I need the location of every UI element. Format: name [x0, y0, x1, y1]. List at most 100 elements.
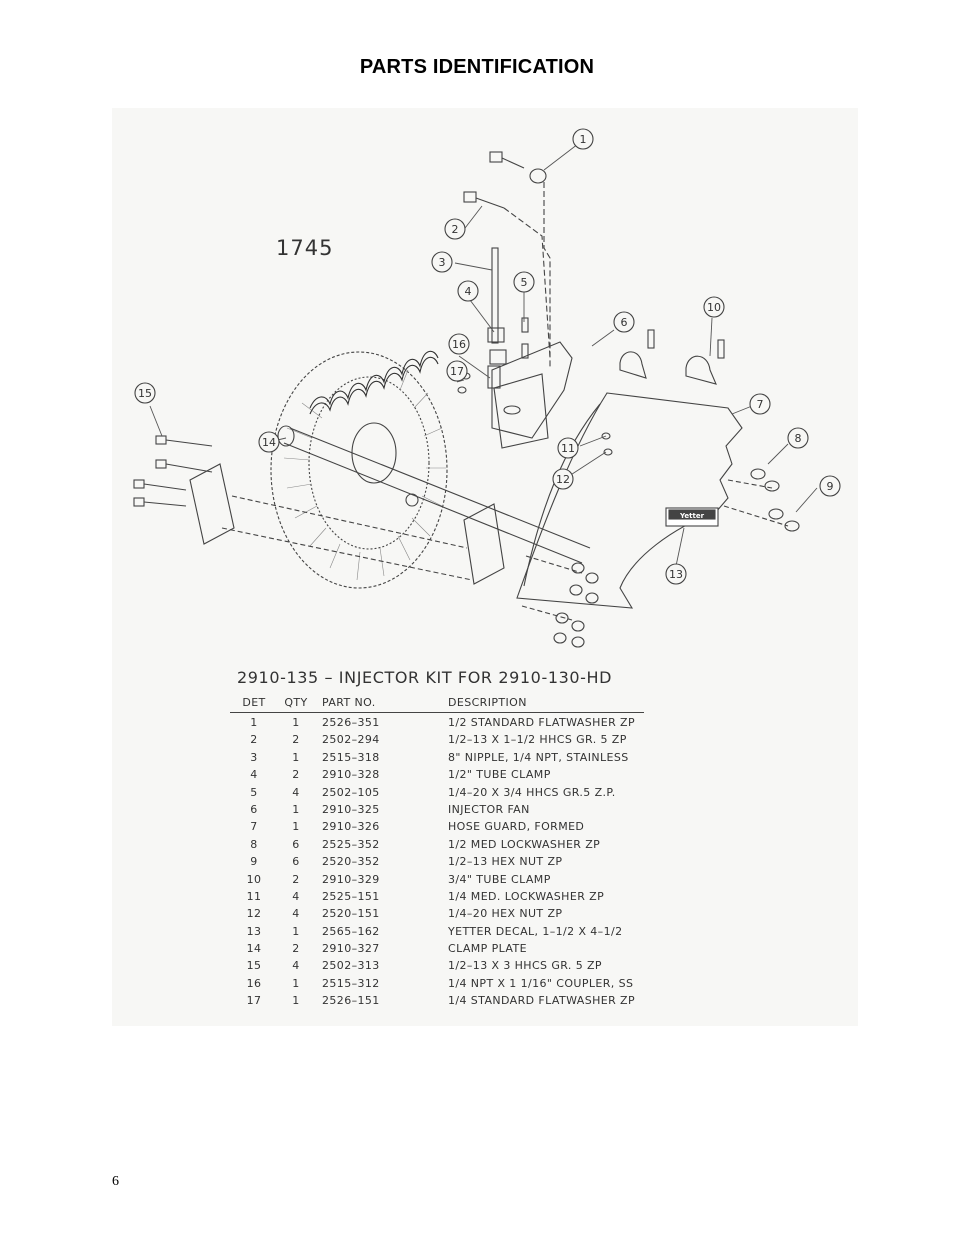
qty-cell: 2 — [292, 872, 300, 886]
callout-13: 13 — [669, 568, 683, 581]
description-cell: 1/2–13 X 1–1/2 HHCS GR. 5 ZP — [448, 733, 627, 747]
det-cell: 14 — [246, 942, 262, 956]
header-qty: QTY — [284, 696, 308, 709]
description-cell: 1/4 NPT X 1 1/16" COUPLER, SS — [448, 976, 634, 990]
part-no-cell: 2910–325 — [322, 802, 380, 816]
det-cell: 11 — [246, 889, 262, 903]
decal-text: Yetter — [679, 512, 705, 520]
part-no-cell: 2526–351 — [322, 716, 380, 729]
callout-6: 6 — [621, 316, 628, 329]
part-no-cell: 2525–352 — [322, 837, 380, 851]
det-cell: 3 — [250, 750, 258, 764]
callout-15: 15 — [138, 387, 152, 400]
qty-cell: 4 — [292, 907, 300, 921]
det-cell: 4 — [250, 768, 258, 782]
qty-cell: 1 — [292, 994, 300, 1008]
det-cell: 2 — [250, 733, 258, 747]
table-row: 10 2 2910–329 3/4" TUBE CLAMP — [230, 873, 644, 890]
qty-cell: 4 — [292, 959, 300, 973]
description-cell: 1/4–20 X 3/4 HHCS GR.5 Z.P. — [448, 785, 616, 799]
hardware-nuts — [457, 372, 800, 648]
qty-cell: 1 — [292, 924, 300, 938]
page-title: PARTS IDENTIFICATION — [359, 56, 595, 78]
leader-lines — [149, 143, 818, 567]
det-cell: 1 — [250, 716, 258, 729]
det-cell: 12 — [246, 907, 262, 921]
callout-circles — [134, 128, 841, 585]
description-cell: 8" NIPPLE, 1/4 NPT, STAINLESS — [448, 750, 629, 764]
callout-11: 11 — [561, 442, 575, 455]
callout-1: 1 — [580, 133, 587, 146]
exploded-view-drawing: 1 2 3 4 5 6 7 8 9 10 11 12 13 14 15 16 1… — [133, 128, 841, 648]
det-cell: 8 — [250, 837, 258, 851]
qty-cell: 1 — [292, 750, 300, 764]
description-cell: HOSE GUARD, FORMED — [448, 820, 585, 834]
part-no-cell: 2520–352 — [322, 855, 380, 869]
coulter-disc — [270, 351, 448, 589]
part-no-cell: 2515–312 — [322, 976, 380, 990]
callout-12: 12 — [556, 473, 570, 486]
parts-table-header: DET QTY PART NO. DESCRIPTION — [230, 696, 644, 713]
description-cell: CLAMP PLATE — [448, 942, 527, 956]
qty-cell: 4 — [292, 889, 300, 903]
figure-number: 1745 — [276, 236, 334, 260]
decal-13 — [665, 507, 719, 527]
qty-cell: 1 — [292, 716, 300, 729]
qty-cell: 1 — [292, 976, 300, 990]
det-cell: 15 — [246, 959, 262, 973]
parts-diagram: 1 2 3 4 5 6 7 8 9 10 11 12 13 14 15 16 1… — [112, 108, 858, 1026]
bolts-15 — [133, 435, 213, 507]
callout-3: 3 — [439, 256, 446, 269]
callout-2: 2 — [452, 223, 459, 236]
part-no-cell: 2910–328 — [322, 768, 380, 782]
description-cell: 1/2–13 X 3 HHCS GR. 5 ZP — [448, 959, 602, 973]
table-row: 16 1 2515–312 1/4 NPT X 1 1/16" COUPLER, SS — [230, 977, 644, 994]
callout-17: 17 — [450, 365, 464, 378]
qty-cell: 1 — [292, 820, 300, 834]
table-row: 3 1 2515–318 8" NIPPLE, 1/4 NPT, STAINLESS — [230, 751, 644, 768]
part-no-cell: 2565–162 — [322, 924, 380, 938]
injector-fan-6 — [491, 341, 573, 449]
spring-coil — [309, 350, 439, 415]
part-no-cell: 2525–151 — [322, 889, 380, 903]
det-cell: 9 — [250, 855, 258, 869]
qty-cell: 6 — [292, 837, 300, 851]
callout-16: 16 — [452, 338, 466, 351]
qty-cell: 2 — [292, 942, 300, 956]
description-cell: YETTER DECAL, 1–1/2 X 4–1/2 — [448, 924, 623, 938]
page-number: 6 — [112, 1174, 119, 1189]
description-cell: 3/4" TUBE CLAMP — [448, 872, 551, 886]
callout-5: 5 — [521, 276, 528, 289]
part-no-cell: 2520–151 — [322, 907, 380, 921]
tube-clamps — [487, 317, 725, 385]
qty-cell: 6 — [292, 855, 300, 869]
callout-4: 4 — [465, 285, 472, 298]
part-no-cell: 2515–318 — [322, 750, 380, 764]
part-no-cell: 2910–329 — [322, 872, 380, 886]
det-cell: 7 — [250, 820, 258, 834]
table-row: 13 1 2565–162 YETTER DECAL, 1–1/2 X 4–1/2 — [230, 925, 644, 942]
table-row: 7 1 2910–326 HOSE GUARD, FORMED — [230, 820, 644, 837]
callout-9: 9 — [827, 480, 834, 493]
part-no-cell: 2910–326 — [322, 820, 380, 834]
callout-8: 8 — [795, 432, 802, 445]
det-cell: 16 — [246, 976, 262, 990]
callout-14: 14 — [262, 436, 276, 449]
part-no-cell: 2502–294 — [322, 733, 380, 747]
kit-title: 2910-135 – INJECTOR KIT FOR 2910-130-HD — [237, 668, 613, 687]
qty-cell: 1 — [292, 802, 300, 816]
det-cell: 10 — [246, 872, 262, 886]
qty-cell: 4 — [292, 785, 300, 799]
callout-7: 7 — [757, 398, 764, 411]
det-cell: 13 — [246, 924, 262, 938]
det-cell: 17 — [246, 994, 262, 1008]
